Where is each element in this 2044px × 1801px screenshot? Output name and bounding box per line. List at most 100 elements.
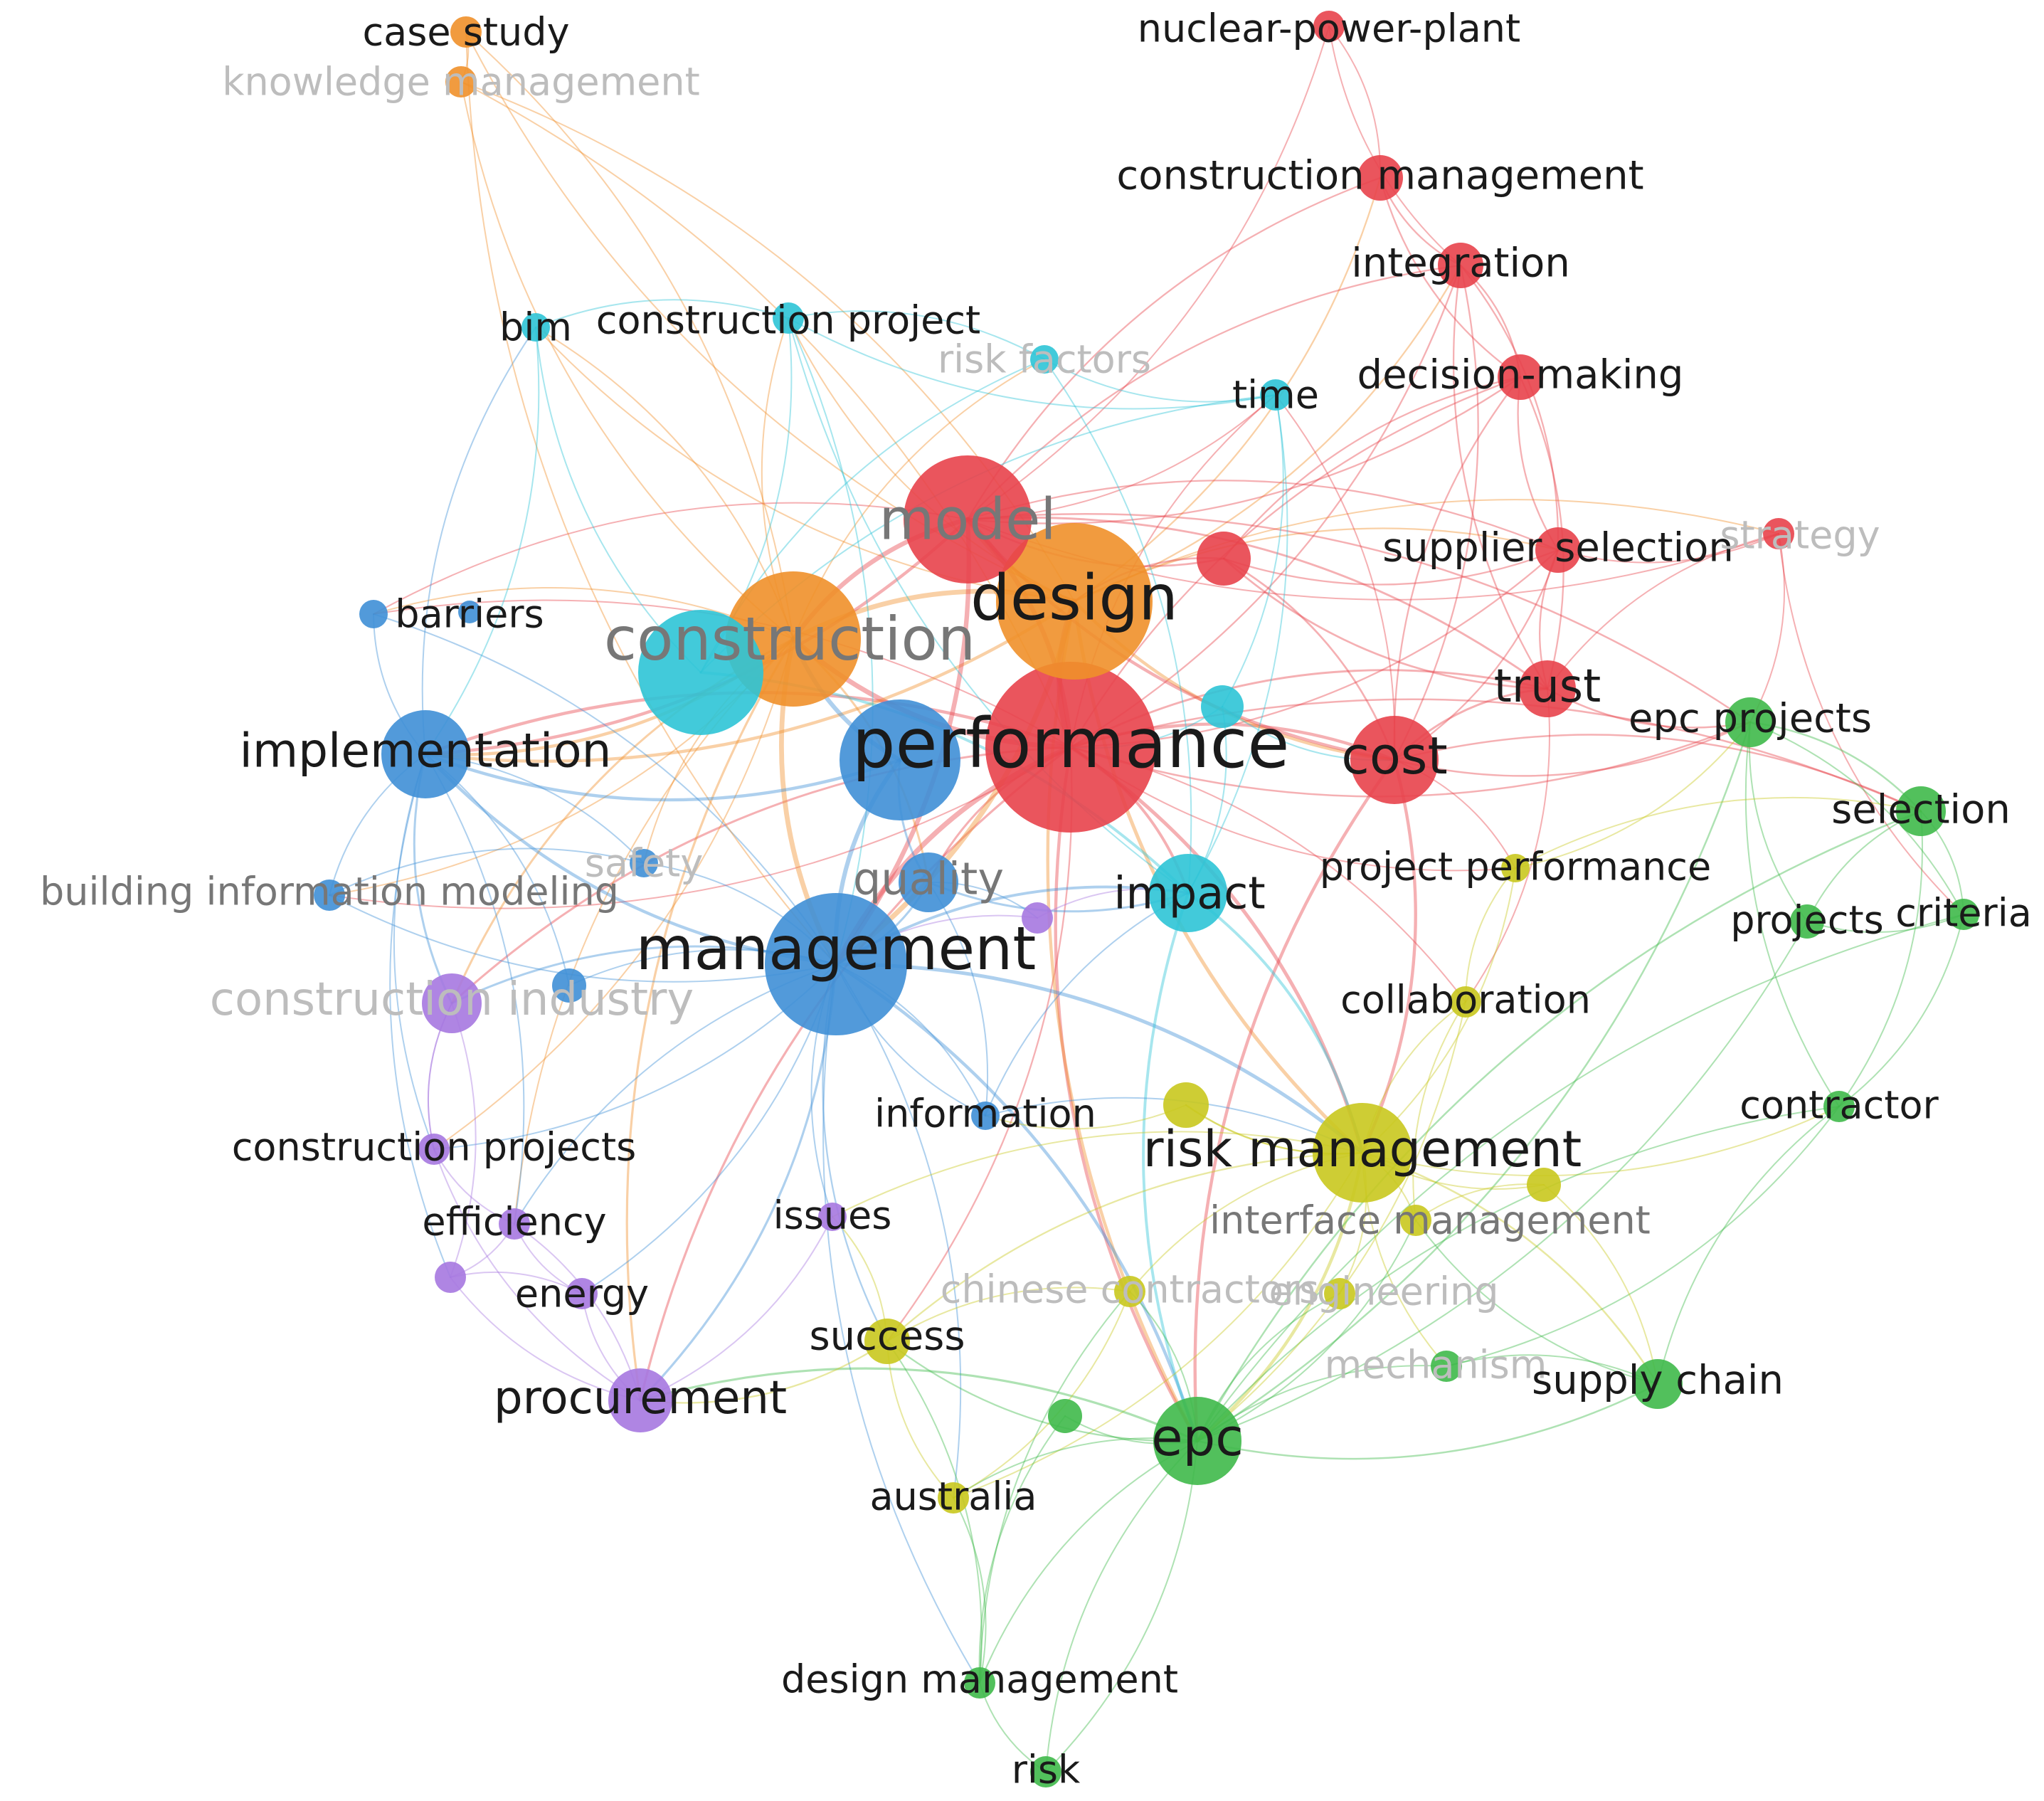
edge-model-construction-management xyxy=(966,176,1382,521)
node-impact[interactable] xyxy=(1149,854,1227,932)
edge-management-risk-management xyxy=(834,962,1365,1155)
label-construction-project: construction project xyxy=(596,298,980,343)
edge-supplier-selection-integration xyxy=(1459,264,1560,551)
edge-time-impact xyxy=(1187,394,1288,894)
node-interface-management[interactable] xyxy=(1400,1205,1431,1236)
node-information[interactable] xyxy=(971,1102,1000,1130)
node-issues[interactable] xyxy=(818,1203,847,1231)
node-purple-center[interactable] xyxy=(1022,902,1053,934)
edge-cost-time xyxy=(1275,394,1396,761)
node-success[interactable] xyxy=(864,1319,910,1364)
node-chinese-contractors[interactable] xyxy=(1114,1276,1145,1307)
node-implementation[interactable] xyxy=(381,710,470,798)
edge-project-performance-selection xyxy=(1515,796,1922,869)
node-epc[interactable] xyxy=(1153,1397,1241,1485)
label-success: success xyxy=(809,1314,965,1360)
node-safety[interactable] xyxy=(630,849,658,877)
node-cost[interactable] xyxy=(1350,716,1439,804)
edge-strategy-criteria xyxy=(1778,533,1964,915)
node-bim[interactable] xyxy=(521,313,550,342)
edge-cost-integration xyxy=(1393,264,1479,761)
node-supplier-selection[interactable] xyxy=(1535,527,1581,573)
node-model[interactable] xyxy=(904,455,1032,583)
label-time: time xyxy=(1232,373,1319,418)
label-information: information xyxy=(874,1092,1096,1136)
node-risk[interactable] xyxy=(1030,1756,1061,1787)
edge-design-bim xyxy=(535,327,1075,602)
label-project-performance: project performance xyxy=(1320,845,1711,889)
edge-epc-risk xyxy=(1045,1440,1198,1773)
node-project-performance[interactable] xyxy=(1501,854,1530,882)
node-procurement[interactable] xyxy=(608,1368,672,1432)
node-mechanism[interactable] xyxy=(1431,1351,1462,1382)
edge-epc-projects-selection xyxy=(1749,721,1922,813)
node-knowledge-management[interactable] xyxy=(445,66,477,97)
edge-performance-success xyxy=(886,746,1073,1343)
node-barriers-2[interactable] xyxy=(458,601,481,623)
node-performance-blue[interactable] xyxy=(840,699,960,820)
node-criteria[interactable] xyxy=(1948,899,1979,930)
node-cyan-small[interactable] xyxy=(1201,685,1244,728)
node-barriers[interactable] xyxy=(359,600,388,628)
edge-management-australia xyxy=(835,963,962,1499)
node-epc-projects[interactable] xyxy=(1725,697,1775,747)
edge-supplier-selection-decision-making xyxy=(1517,376,1560,551)
edge-design-management-chinese-contractors xyxy=(979,1291,1130,1684)
edge-impact-epc xyxy=(1142,892,1199,1442)
edge-cost-epc-projects xyxy=(1393,721,1752,777)
edge-performance-building-information-modeling xyxy=(329,746,1071,909)
node-selection[interactable] xyxy=(1896,786,1946,836)
edge-design-implementation xyxy=(423,599,1076,763)
edge-model-epc-projects xyxy=(966,512,1752,724)
node-purple-small[interactable] xyxy=(435,1262,466,1293)
edge-model-decision-making xyxy=(966,376,1522,524)
node-projects[interactable] xyxy=(1790,904,1824,939)
node-australia[interactable] xyxy=(938,1482,969,1514)
node-case-study[interactable] xyxy=(450,16,482,48)
node-engineering[interactable] xyxy=(1324,1278,1355,1309)
node-risk-factors[interactable] xyxy=(1030,345,1059,374)
node-yellow-upper[interactable] xyxy=(1163,1082,1209,1128)
node-efficiency[interactable] xyxy=(499,1208,530,1240)
label-performance: performance xyxy=(852,704,1290,783)
node-energy[interactable] xyxy=(566,1278,598,1309)
node-quality[interactable] xyxy=(899,852,958,912)
node-management[interactable] xyxy=(765,893,907,1035)
node-integration[interactable] xyxy=(1438,243,1483,288)
edge-construction-construction-projects xyxy=(433,638,794,1150)
edge-management-epc xyxy=(834,962,1200,1443)
node-decision-making[interactable] xyxy=(1498,354,1543,400)
node-design[interactable] xyxy=(996,523,1153,680)
node-yellow-right[interactable] xyxy=(1527,1168,1561,1202)
node-performance[interactable] xyxy=(985,662,1156,833)
node-nuclear-power-plant[interactable] xyxy=(1313,11,1345,42)
node-construction-industry[interactable] xyxy=(422,973,482,1033)
node-construction-projects[interactable] xyxy=(418,1134,450,1165)
edge-epc-epc-projects xyxy=(1196,721,1752,1442)
node-building-information-modeling[interactable] xyxy=(314,880,345,911)
edge-supplier-selection-red-unlabeled xyxy=(1222,549,1560,586)
node-collaboration[interactable] xyxy=(1450,986,1481,1018)
node-trust[interactable] xyxy=(1519,660,1576,717)
node-supply-chain[interactable] xyxy=(1633,1359,1683,1409)
edge-performance-decision-making xyxy=(1069,376,1522,749)
label-decision-making: decision-making xyxy=(1357,352,1684,398)
edge-red-unlabeled-trust xyxy=(1222,557,1549,690)
node-red-unlabeled[interactable] xyxy=(1197,532,1251,586)
label-selection: selection xyxy=(1831,787,2011,833)
edge-model-trust xyxy=(966,516,1549,690)
node-time[interactable] xyxy=(1260,379,1291,411)
node-risk-management[interactable] xyxy=(1313,1103,1412,1203)
edge-management-design-management xyxy=(822,963,980,1684)
node-construction-project[interactable] xyxy=(773,302,804,334)
node-construction-cyan[interactable] xyxy=(638,610,763,735)
node-contractor[interactable] xyxy=(1823,1091,1855,1122)
node-design-management[interactable] xyxy=(964,1667,995,1699)
node-strategy[interactable] xyxy=(1763,518,1794,549)
node-construction-management[interactable] xyxy=(1357,155,1403,201)
label-australia: australia xyxy=(869,1474,1037,1519)
label-quality: quality xyxy=(853,853,1004,905)
node-blue-small[interactable] xyxy=(552,968,586,1003)
node-green-small[interactable] xyxy=(1048,1399,1082,1433)
